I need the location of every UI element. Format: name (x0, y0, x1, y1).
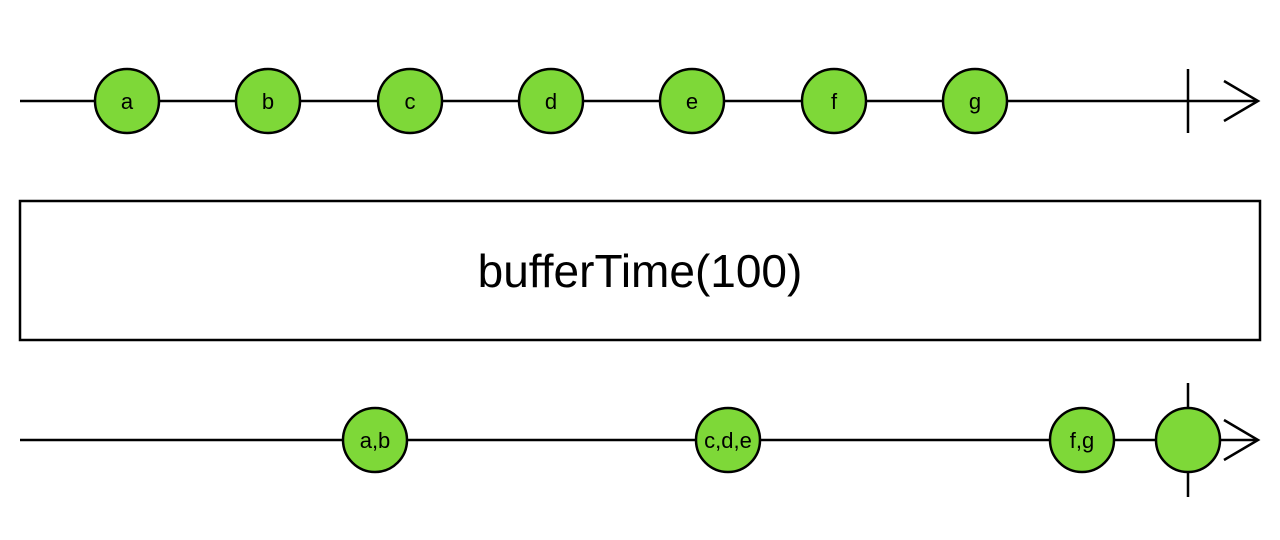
output-timeline: a,b c,d,e f,g (20, 383, 1261, 497)
input-marble-label: a (121, 89, 134, 114)
output-marble: f,g (1048, 406, 1116, 474)
input-marble-circle (517, 67, 585, 135)
input-marble: b (234, 67, 302, 135)
operator-label: bufferTime(100) (478, 245, 803, 297)
operator-box: bufferTime(100) (18, 199, 1262, 342)
input-marbles: a b c d e f g (93, 67, 1009, 135)
output-marble: a,b (341, 406, 409, 474)
output-marble (1154, 406, 1222, 474)
output-marble-circle (1154, 406, 1222, 474)
input-marble: g (941, 67, 1009, 135)
input-timeline-arrowhead (1223, 79, 1261, 123)
output-marbles: a,b c,d,e f,g (341, 406, 1222, 474)
input-marble-label: d (545, 89, 557, 114)
input-marble-circle (234, 67, 302, 135)
output-marble-label: a,b (360, 428, 391, 453)
output-marble-label: f,g (1070, 428, 1094, 453)
input-marble: f (800, 67, 868, 135)
input-marble-label: g (969, 89, 981, 114)
output-marble-circle (694, 406, 762, 474)
input-marble: c (376, 67, 444, 135)
input-marble: e (658, 67, 726, 135)
input-marble: a (93, 67, 161, 135)
input-marble-label: e (686, 89, 698, 114)
input-marble-label: b (262, 89, 274, 114)
output-marble-circle (1048, 406, 1116, 474)
input-marble-label: c (405, 89, 416, 114)
input-marble-label: f (831, 89, 838, 114)
input-marble-circle (93, 67, 161, 135)
input-marble-circle (941, 67, 1009, 135)
input-marble: d (517, 67, 585, 135)
input-timeline: a b c d e f g (20, 67, 1261, 135)
output-timeline-arrowhead (1223, 418, 1261, 462)
input-marble-circle (376, 67, 444, 135)
input-marble-circle (658, 67, 726, 135)
output-marble: c,d,e (694, 406, 762, 474)
output-marble-circle (341, 406, 409, 474)
input-marble-circle (800, 67, 868, 135)
operator-box-frame (18, 199, 1262, 342)
output-marble-label: c,d,e (704, 428, 752, 453)
